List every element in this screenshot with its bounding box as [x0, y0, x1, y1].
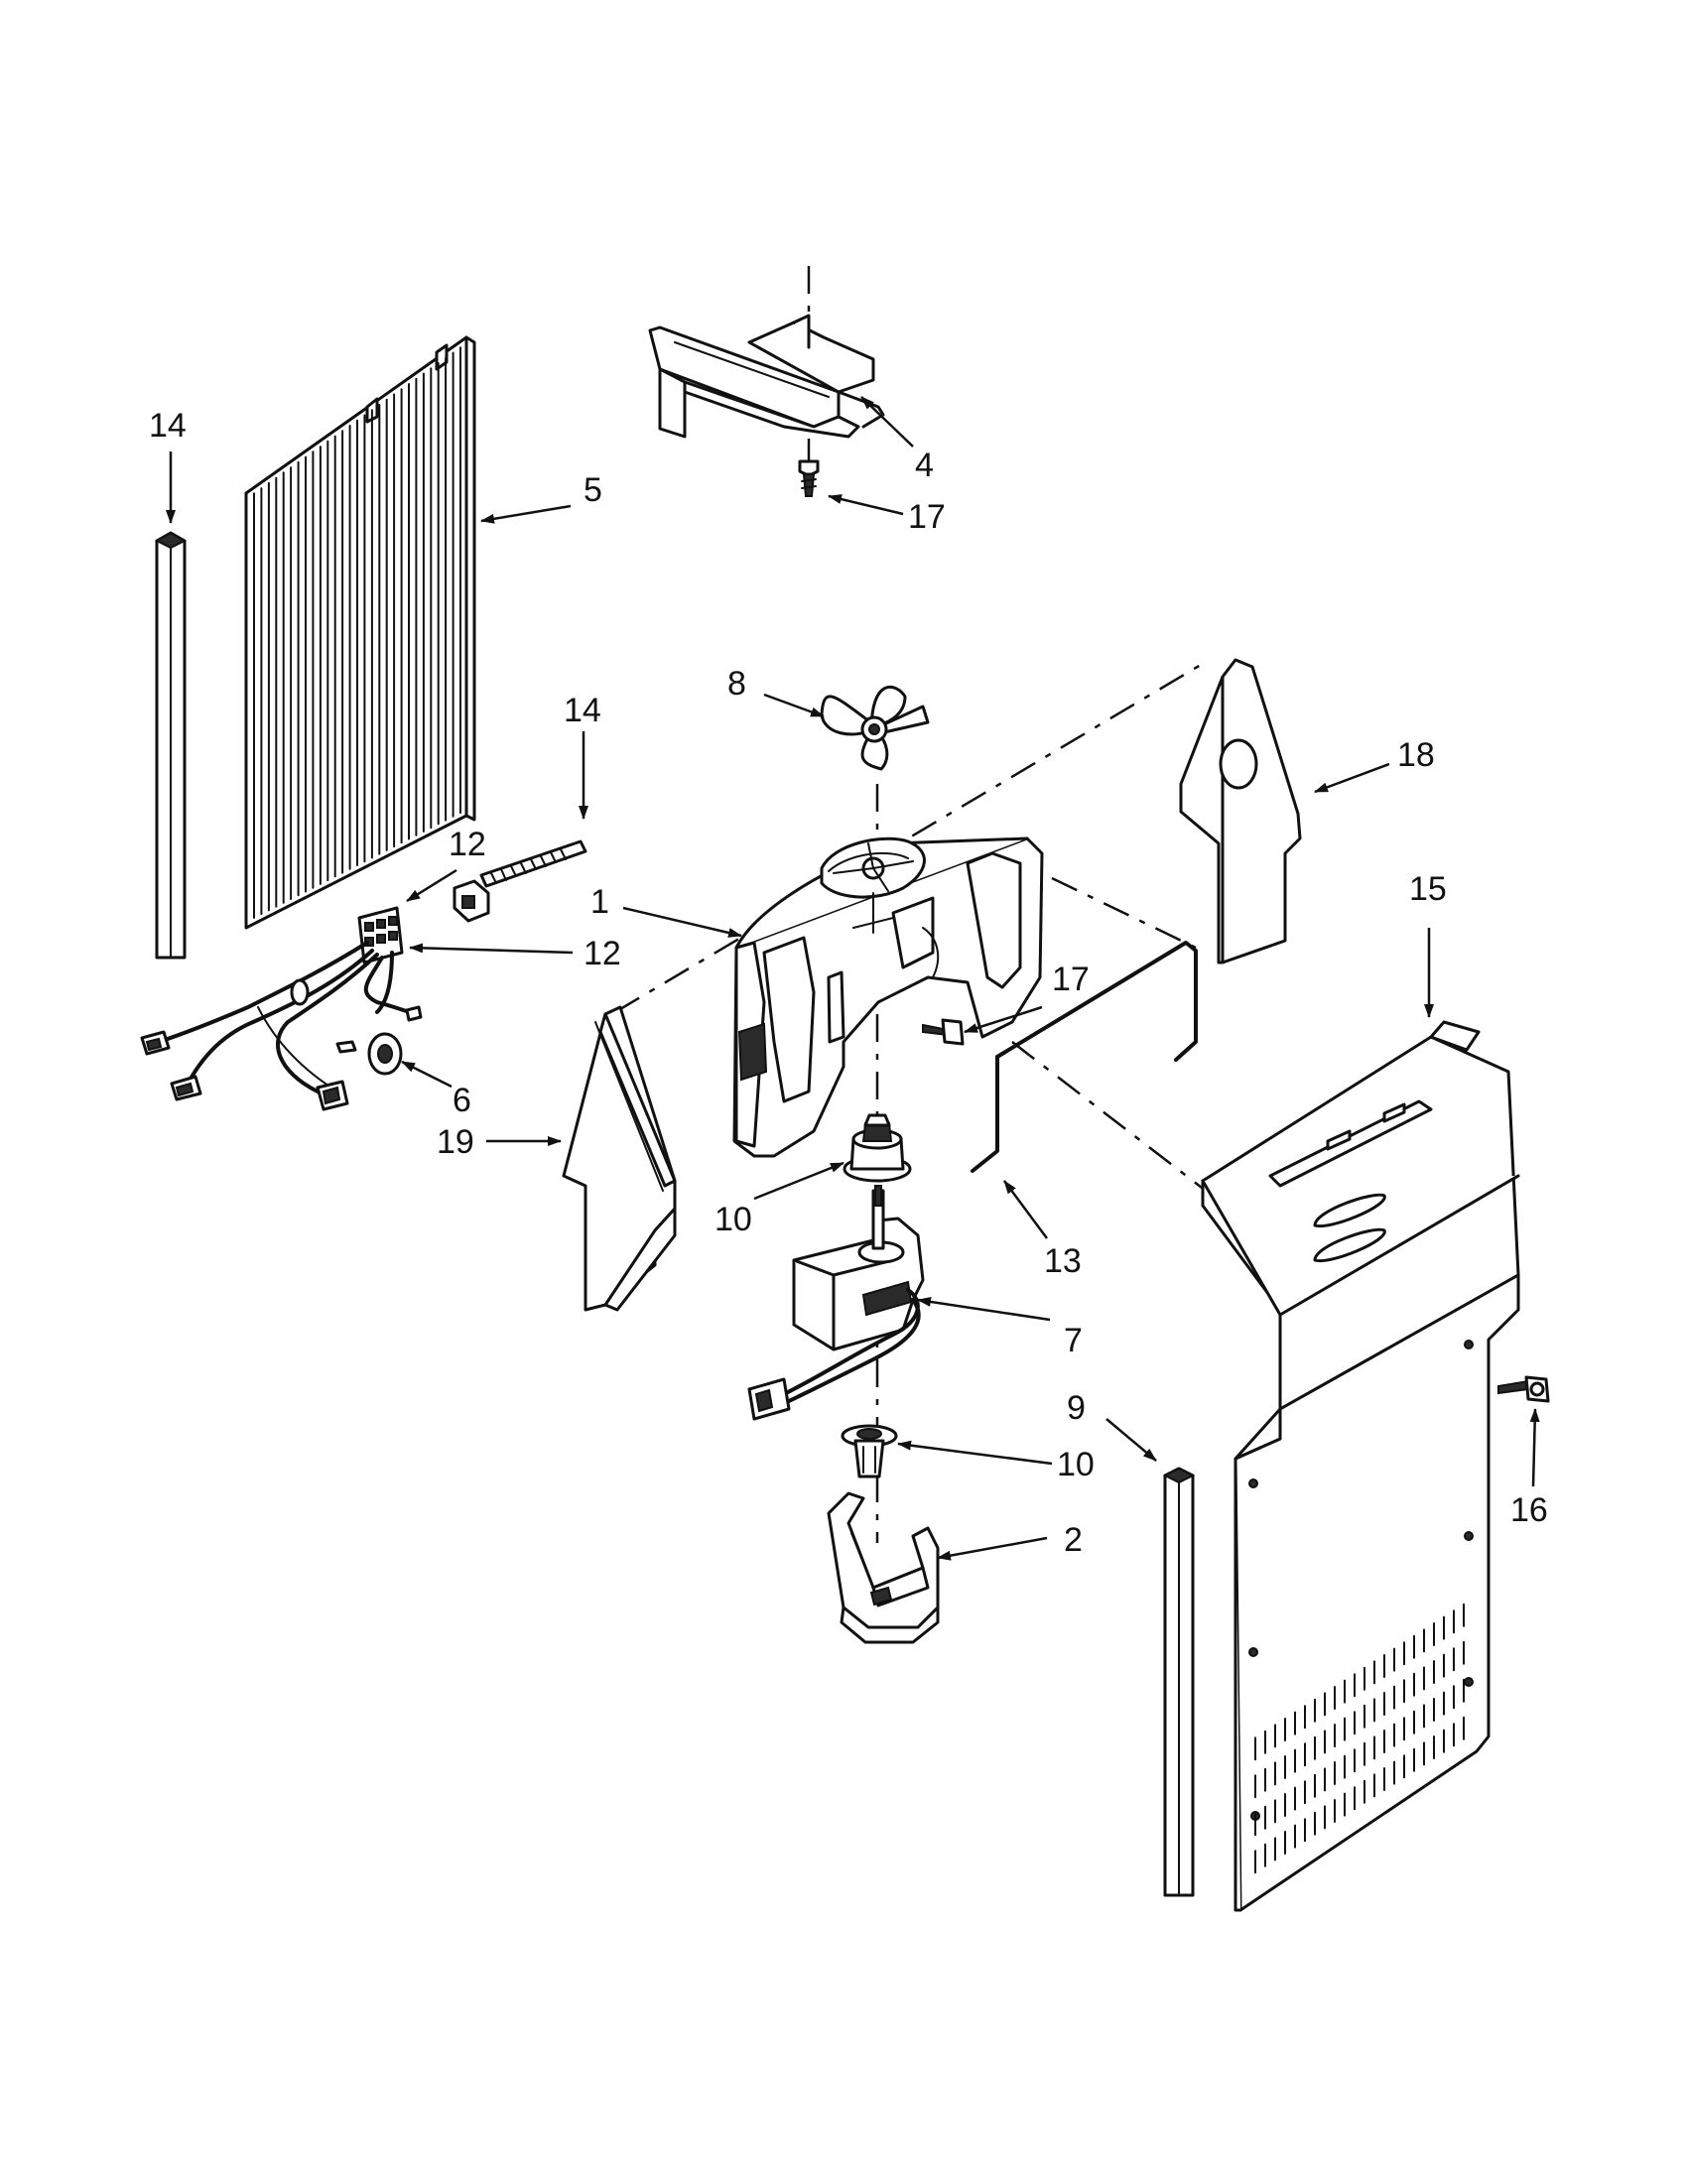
callout-17-mid: 17 — [1052, 961, 1090, 998]
part-14-foam-strip-left — [154, 531, 188, 960]
callout-13: 13 — [1044, 1242, 1082, 1280]
part-14-cable-tie — [453, 839, 587, 923]
callout-18: 18 — [1397, 736, 1435, 774]
callout-14-left: 14 — [149, 407, 187, 445]
callout-12-lower: 12 — [584, 935, 621, 972]
part-9-foam-strip-right — [1162, 1467, 1196, 1897]
callout-7: 7 — [1064, 1322, 1083, 1359]
part-18-right-foam-panel — [1179, 658, 1302, 964]
part-6-grommet — [367, 1032, 403, 1076]
callout-15: 15 — [1409, 870, 1447, 908]
part-13-wire-bracket — [971, 941, 1198, 1173]
callout-19: 19 — [437, 1123, 474, 1161]
part-4-chute-housing — [648, 314, 885, 439]
callout-labels: 14 5 4 17 8 14 18 12 12 1 15 17 6 19 10 … — [149, 407, 1548, 1559]
leader-lines — [166, 396, 1540, 1561]
callout-4: 4 — [915, 447, 934, 484]
callout-5: 5 — [584, 471, 602, 509]
part-10-coupling-lower — [841, 1424, 898, 1478]
part-8-fan-blade — [820, 685, 930, 771]
callout-17-top: 17 — [908, 498, 946, 536]
callout-14-cable-tie: 14 — [564, 692, 601, 729]
callout-2: 2 — [1064, 1521, 1083, 1559]
part-12-wire-harness — [140, 906, 423, 1111]
callout-8: 8 — [727, 665, 746, 703]
part-19-left-foam-block — [562, 1005, 677, 1312]
part-10-coupling-upper — [843, 1113, 912, 1183]
part-5-fin-panel — [244, 335, 476, 930]
part-17-screw-top — [798, 459, 820, 497]
callout-10-lower: 10 — [1057, 1446, 1095, 1483]
callout-6: 6 — [453, 1082, 471, 1119]
callout-9: 9 — [1067, 1389, 1086, 1427]
callout-10-upper: 10 — [714, 1201, 752, 1238]
part-17-screw-mid — [922, 1018, 965, 1046]
callout-1: 1 — [590, 883, 609, 921]
part-2-motor-mount — [827, 1491, 940, 1644]
callout-12-upper: 12 — [449, 826, 486, 863]
part-16-screw-right — [1497, 1375, 1550, 1403]
part-7-fan-motor — [747, 1185, 925, 1421]
callout-16: 16 — [1510, 1491, 1548, 1529]
part-15-duct-cover — [1201, 1020, 1520, 1912]
part-1-fan-housing — [732, 836, 1044, 1158]
